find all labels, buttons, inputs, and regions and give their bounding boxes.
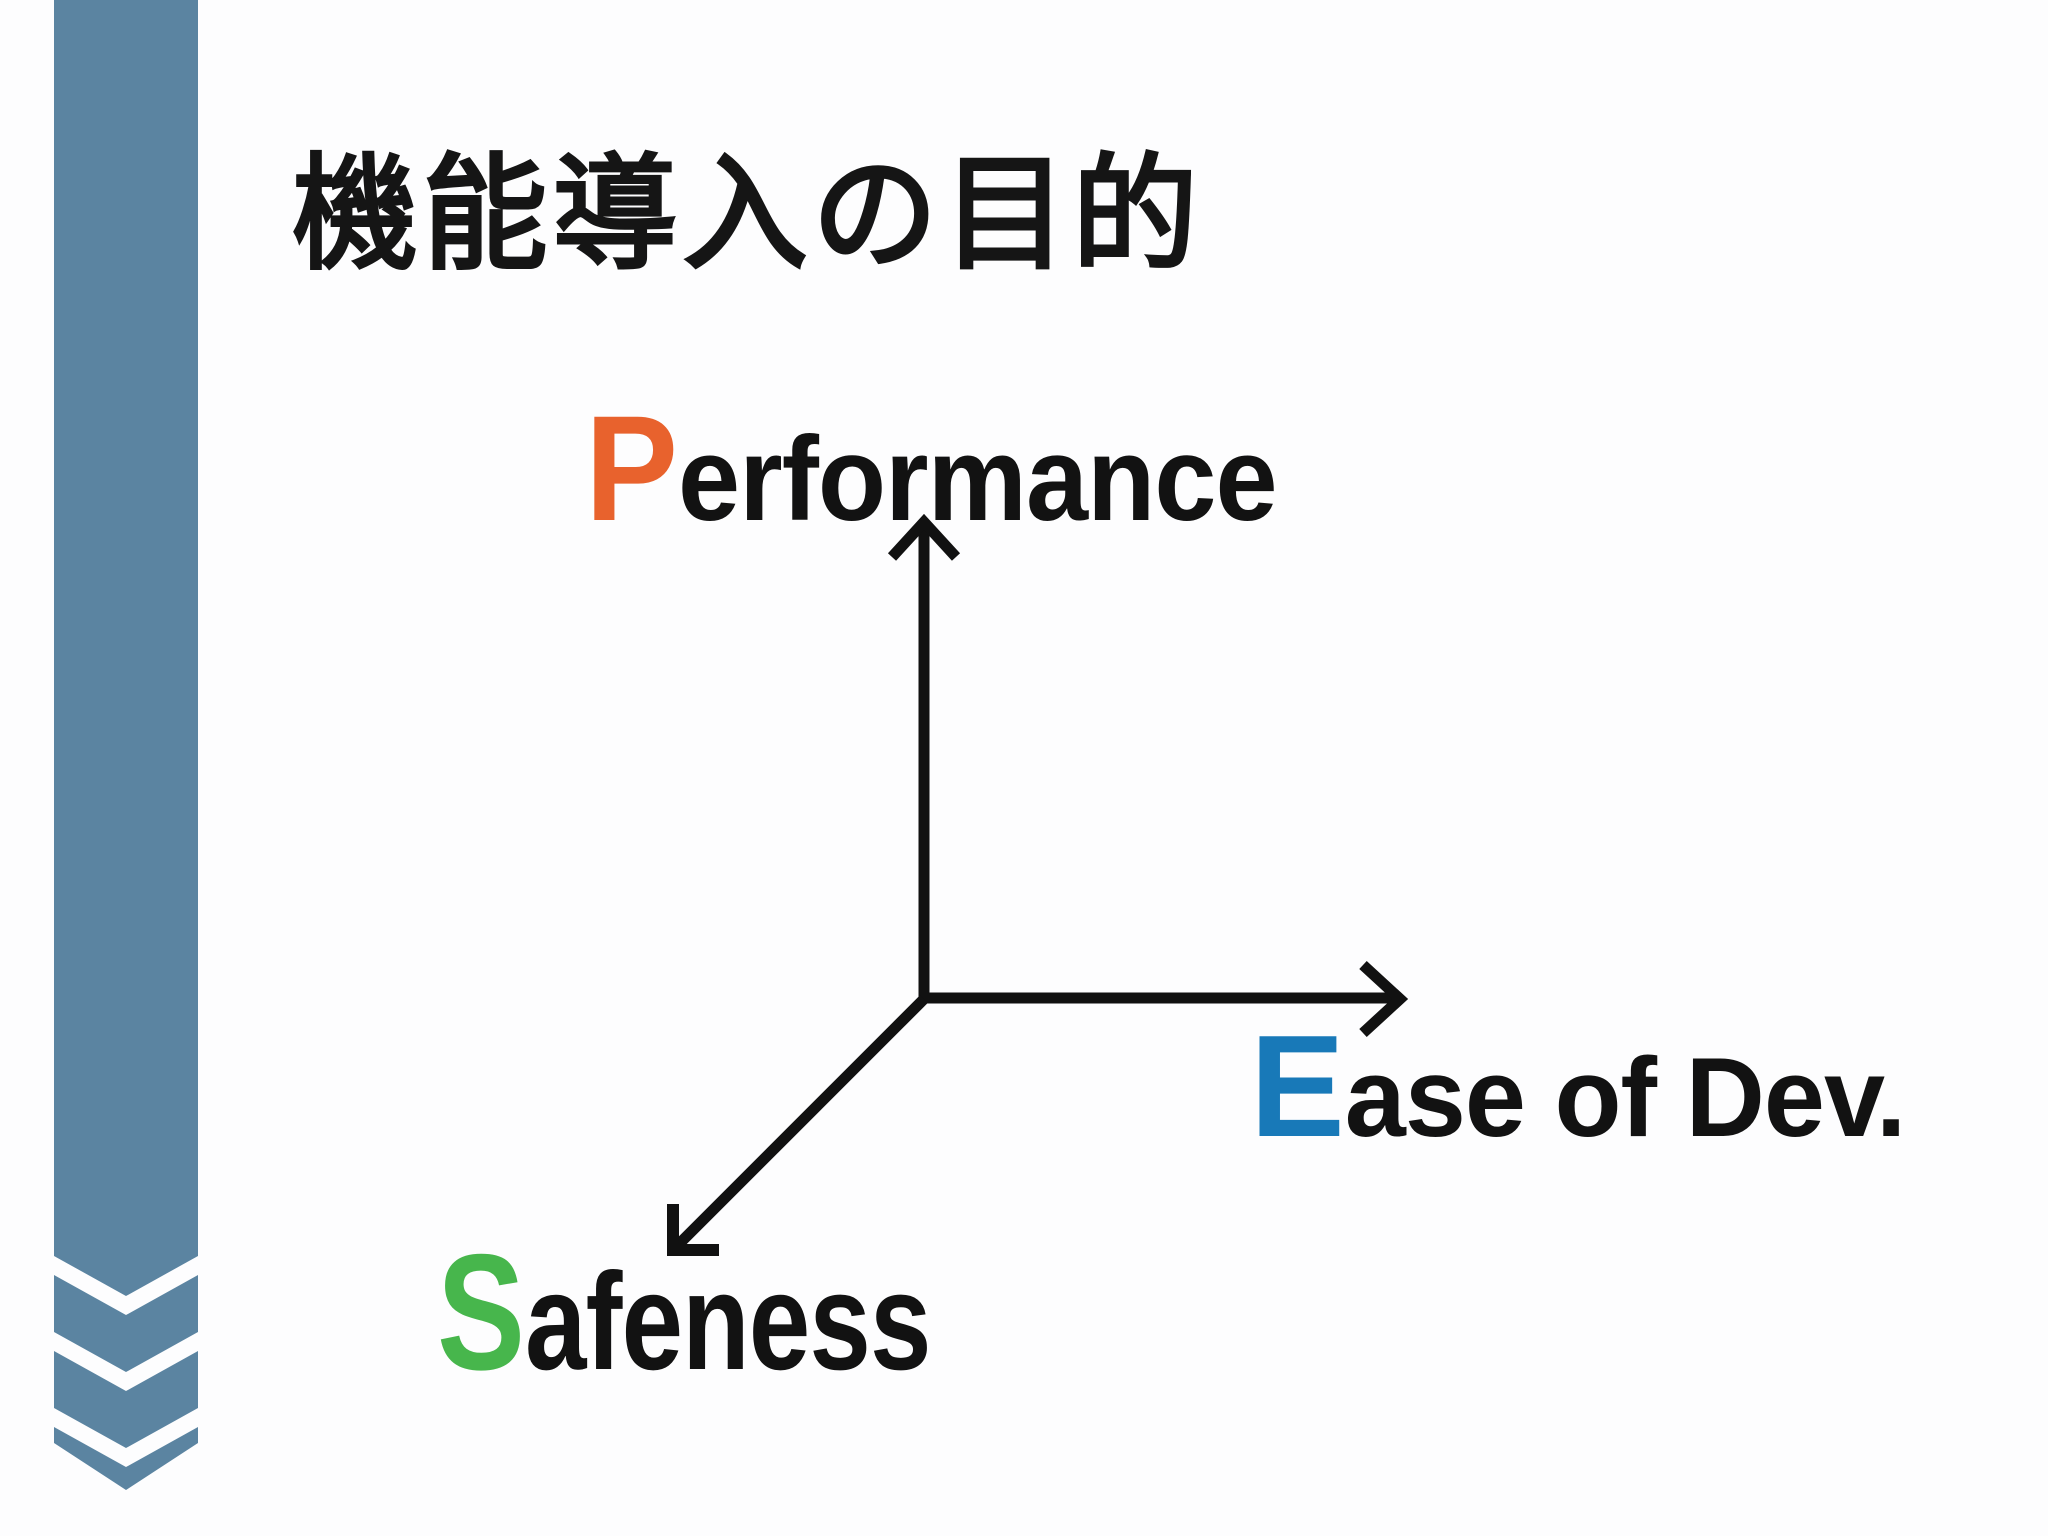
axis-label-initial: E [1250,1005,1345,1167]
axis-label-rest: afeness [525,1245,931,1399]
axis-label-ease-of-dev: Ease of Dev. [1250,1014,1907,1160]
axis-down-left-arrow [667,995,928,1256]
slide-title: 機能導入の目的 [292,141,1202,288]
axis-label-rest: ase of Dev. [1344,1035,1907,1160]
sidebar-accent-bar [54,0,198,1490]
axis-label-initial: P [585,384,679,552]
axis-label-safeness: Safeness [437,1230,931,1395]
axis-label-initial: S [437,1220,526,1404]
axis-label-performance: Performance [585,393,1278,546]
axis-up-arrow [887,513,961,1003]
chevron-down-icon [54,0,198,1490]
axis-label-rest: erformance [678,412,1278,546]
